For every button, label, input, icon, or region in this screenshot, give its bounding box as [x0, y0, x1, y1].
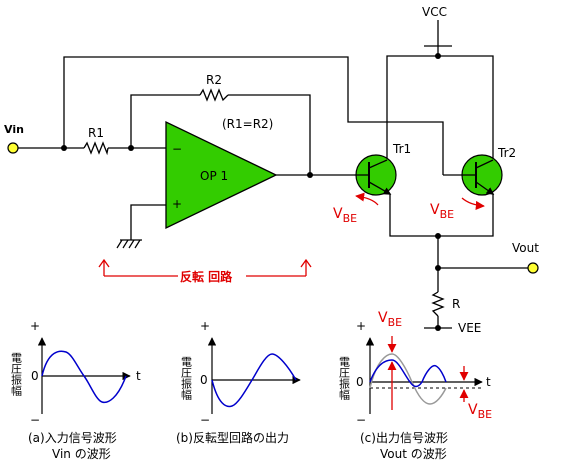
wave-a — [41, 350, 127, 404]
vbe-arrow-tr2 — [461, 197, 485, 210]
r2-label: R2 — [206, 73, 222, 87]
graph-b-zero: 0 — [200, 373, 208, 387]
graph-b-ylabel: 電圧振幅 — [180, 356, 193, 401]
graph-c-caption1: (c)出力信号波形 — [360, 431, 448, 445]
vout-terminal — [527, 262, 539, 274]
graph-a-minus: − — [30, 413, 40, 427]
graph-c-vbe-top: VBE — [378, 310, 402, 329]
graph-a-ylabel: 電圧振幅 — [10, 352, 23, 397]
vbe-label-tr2: VBE — [430, 202, 454, 221]
wave-c-blue — [369, 359, 447, 388]
opamp-minus: − — [172, 142, 182, 156]
graph-a-t: t — [136, 369, 141, 383]
vin-terminal — [7, 142, 19, 154]
graph-b-plus: + — [200, 319, 210, 333]
graph-c: VBE VBE + − 0 t 電圧振幅 (c)出力信号波形 Vout の波形 — [338, 310, 493, 461]
opamp-plus: + — [172, 197, 182, 211]
vin-label: Vin — [4, 123, 24, 136]
opamp-label: OP 1 — [200, 169, 228, 183]
graph-b-minus: − — [200, 413, 210, 427]
graph-c-t: t — [486, 375, 491, 389]
tr2-label: Tr2 — [497, 146, 516, 160]
wires — [18, 20, 528, 329]
graph-a-caption2: Vin の波形 — [52, 447, 111, 461]
r1-resistor — [83, 141, 109, 156]
r2-resistor — [199, 88, 229, 102]
graph-c-minus: − — [356, 413, 366, 427]
graph-b: + − 0 電圧振幅 (b)反転型回路の出力 — [176, 319, 301, 445]
graph-b-caption1: (b)反転型回路の出力 — [176, 430, 289, 445]
tr1-label: Tr1 — [392, 142, 411, 156]
graph-c-plus: + — [356, 319, 366, 333]
r-resistor — [431, 291, 445, 317]
wave-b — [211, 353, 297, 408]
inverting-bracket — [98, 258, 312, 277]
junction-dots — [61, 53, 441, 331]
opamp-triangle — [165, 120, 278, 230]
r-label: R — [452, 297, 460, 311]
vbe-label-tr1: VBE — [333, 206, 357, 225]
graph-c-vbe-bottom: VBE — [468, 402, 492, 421]
graph-c-zero: 0 — [356, 375, 364, 389]
graph-a-zero: 0 — [31, 369, 39, 383]
graph-c-caption2: Vout の波形 — [380, 447, 447, 461]
vee-label: VEE — [458, 321, 481, 335]
wave-c-gray — [369, 353, 447, 405]
ground-symbol — [116, 239, 142, 249]
graph-a-caption1: (a)入力信号波形 — [28, 431, 117, 445]
inverting-circuit-label: 反転 回路 — [180, 269, 233, 284]
tr2-transistor — [461, 154, 503, 196]
vbe-arrow-tr1 — [355, 192, 379, 206]
r1-label: R1 — [88, 126, 104, 140]
graph-a: + − 0 t 電圧振幅 (a)入力信号波形 Vin の波形 — [10, 319, 142, 461]
vout-label: Vout — [512, 241, 539, 255]
graph-c-ylabel: 電圧振幅 — [338, 356, 351, 401]
tr1-transistor — [354, 154, 397, 196]
r-equal-label: (R1=R2) — [222, 117, 273, 131]
vcc-label: VCC — [422, 5, 447, 19]
graph-a-plus: + — [30, 319, 40, 333]
